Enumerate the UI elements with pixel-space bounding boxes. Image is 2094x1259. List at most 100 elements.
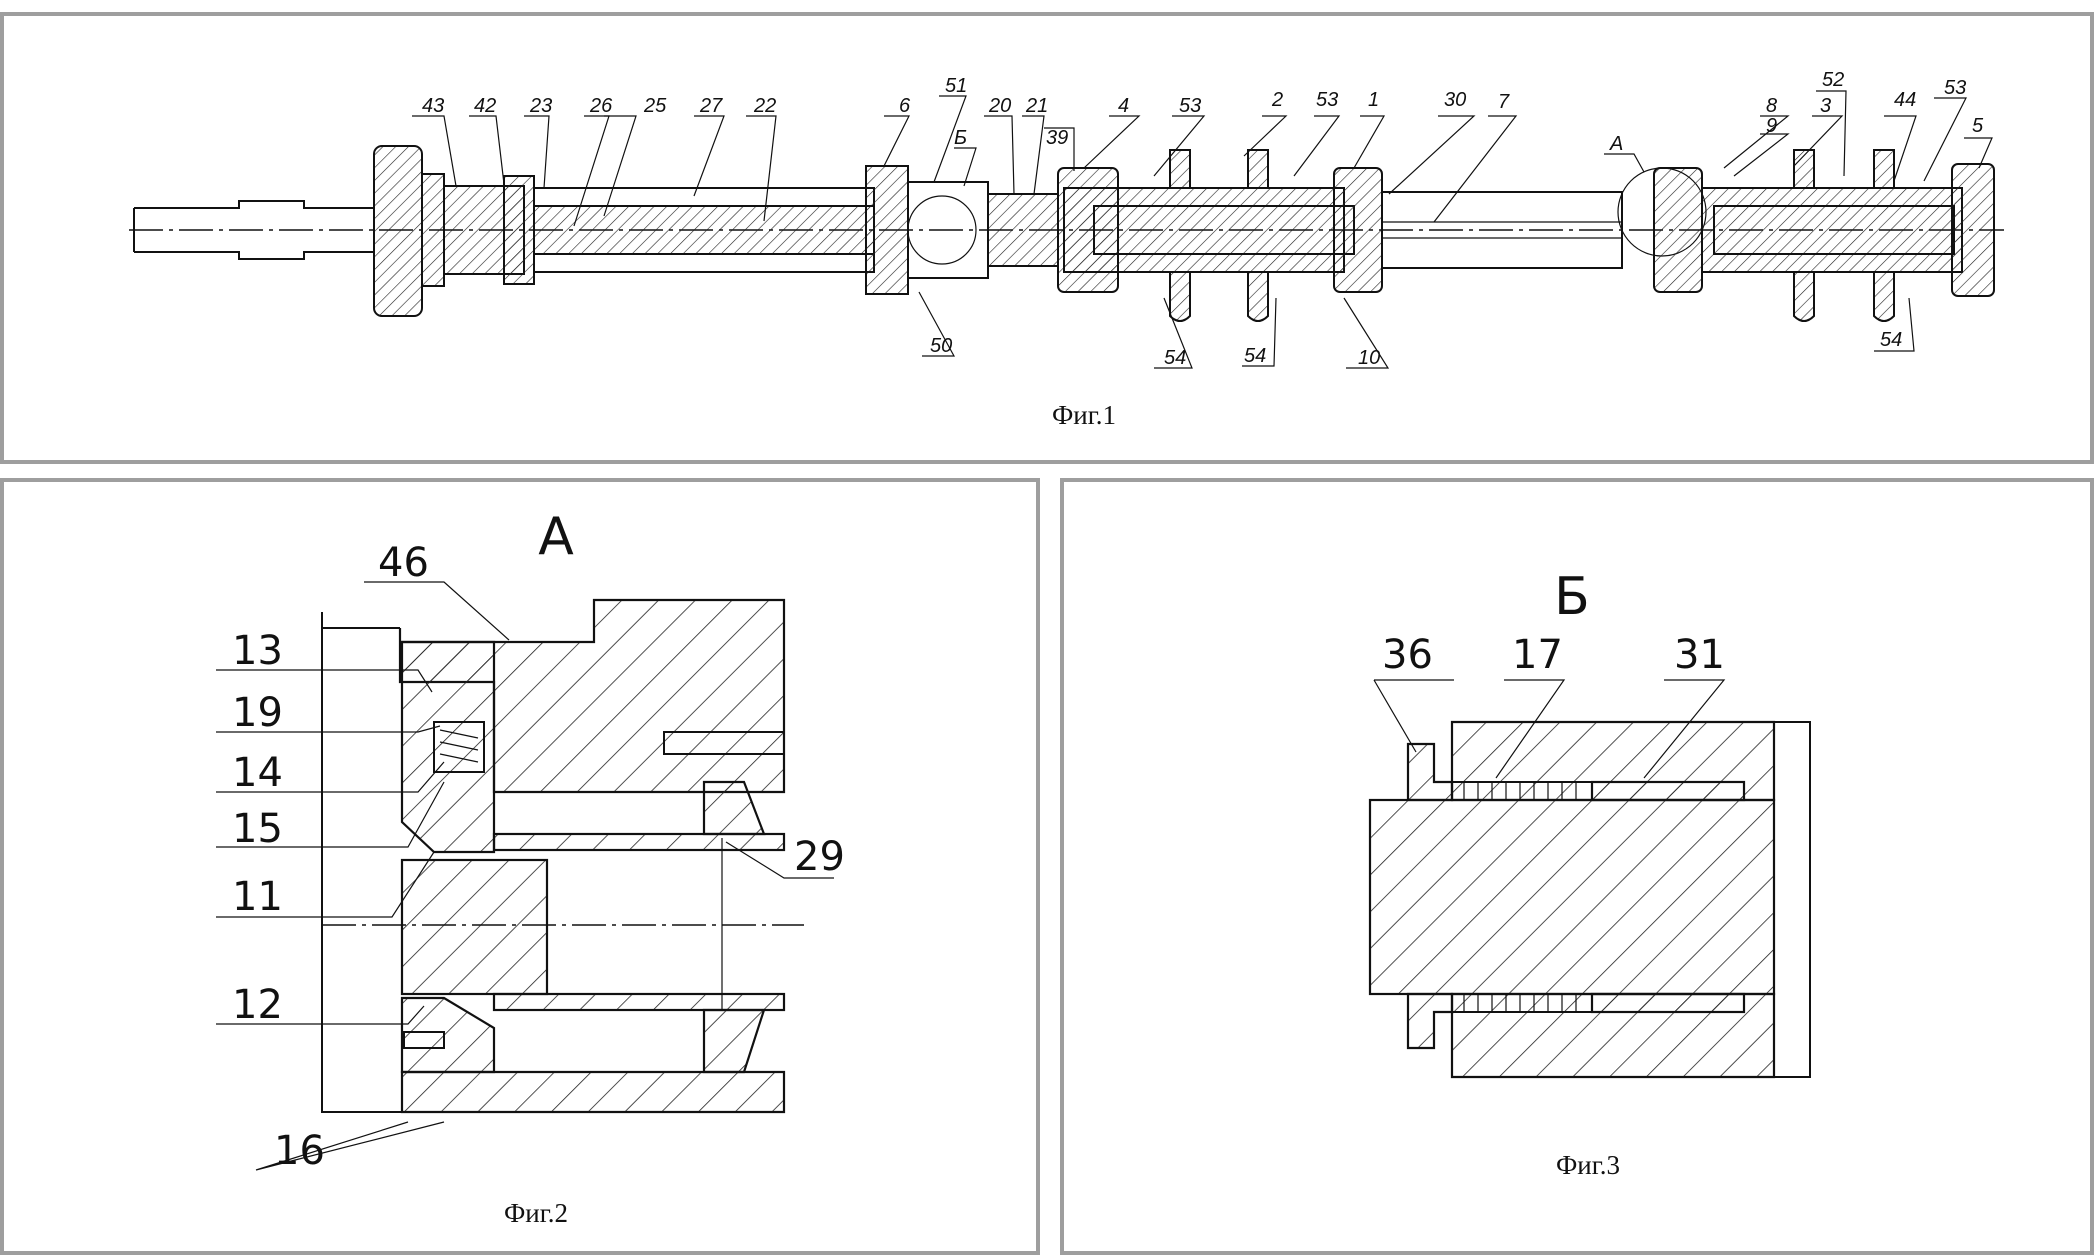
label-7: 7 (1498, 91, 1510, 113)
label-1: 1 (1368, 89, 1379, 111)
figure-3-caption: Фиг.3 (1556, 1150, 1620, 1180)
fin-bottom-1 (1169, 271, 1191, 322)
coupling-20 (987, 193, 1059, 267)
label-B: Б (954, 127, 967, 149)
label-12: 12 (232, 982, 283, 1028)
label-23: 23 (529, 95, 552, 117)
fin-bottom-4 (1873, 271, 1895, 322)
label-8: 8 (1766, 95, 1777, 117)
label-17: 17 (1512, 632, 1563, 678)
label-54-a: 54 (1164, 347, 1186, 369)
view-title-b: Б (1554, 567, 1590, 627)
fin-top-4 (1873, 149, 1895, 189)
bushing-31-top (1590, 780, 1746, 802)
label-21: 21 (1025, 95, 1048, 117)
label-46: 46 (378, 540, 429, 586)
gland-36-bottom (1406, 992, 1454, 1050)
figure-3-labels: 36 17 31 (1382, 632, 1725, 678)
gland-36-top (1406, 742, 1454, 802)
fin-top-1 (1169, 149, 1191, 189)
label-29: 29 (794, 834, 845, 880)
label-27: 27 (699, 95, 723, 117)
figure-1-drawing: 43 42 23 26 25 27 22 6 51 Б 20 21 39 4 5… (129, 69, 2004, 430)
detail-b-circle (907, 195, 977, 265)
figure-3-leaders (1373, 679, 1726, 779)
housing-body-left (1063, 187, 1345, 273)
label-16: 16 (274, 1128, 325, 1174)
label-4: 4 (1118, 95, 1129, 117)
figure-1-caption: Фиг.1 (1052, 400, 1116, 430)
coupling-flange (503, 175, 535, 285)
label-30: 30 (1444, 89, 1466, 111)
label-39: 39 (1046, 127, 1068, 149)
fin-top-2 (1247, 149, 1269, 189)
label-5: 5 (1972, 115, 1984, 137)
tube-wall-lower (492, 992, 786, 1012)
figure-2-panel: А 46 13 19 14 15 11 12 (0, 478, 1040, 1255)
figure-2-labels: 46 13 19 14 15 11 12 16 29 (232, 540, 845, 1174)
flange-8 (1653, 167, 1703, 293)
label-53-c: 53 (1944, 77, 1966, 99)
end-cap-5 (1951, 163, 1995, 297)
label-36: 36 (1382, 632, 1433, 678)
bushing-31-bottom (1590, 992, 1746, 1014)
label-11: 11 (232, 874, 283, 920)
label-54-b: 54 (1244, 345, 1266, 367)
tube-wall-upper (492, 832, 786, 852)
label-19: 19 (232, 690, 283, 736)
bolt-29 (663, 731, 785, 755)
flange-6 (865, 165, 909, 295)
fin-bottom-2 (1247, 271, 1269, 322)
fin-bottom-3 (1793, 271, 1815, 322)
label-26: 26 (589, 95, 613, 117)
part-12 (400, 996, 496, 1074)
label-14: 14 (232, 750, 283, 796)
label-20: 20 (988, 95, 1011, 117)
label-22: 22 (753, 95, 776, 117)
label-31: 31 (1674, 632, 1725, 678)
label-50: 50 (930, 335, 952, 357)
central-shaft (400, 858, 549, 996)
label-25: 25 (643, 95, 667, 117)
shaft-fig3 (1368, 798, 1776, 996)
pin-16 (403, 1031, 445, 1049)
label-44: 44 (1894, 89, 1916, 111)
figure-3-panel: Б 36 17 31 Фиг.3 (1060, 478, 2094, 1255)
label-6: 6 (899, 95, 911, 117)
housing-body-right (1701, 187, 1963, 273)
label-15: 15 (232, 806, 283, 852)
label-53-a: 53 (1179, 95, 1201, 117)
lower-housing (400, 1070, 786, 1114)
label-13: 13 (232, 628, 283, 674)
right-plate (1773, 721, 1811, 1078)
flange-1 (1333, 167, 1383, 293)
flange-hub (421, 173, 445, 287)
label-54-c: 54 (1880, 329, 1902, 351)
label-42: 42 (474, 95, 496, 117)
figure-1-labels: 43 42 23 26 25 27 22 6 51 Б 20 21 39 4 5… (422, 69, 1984, 369)
view-title-a: А (538, 507, 574, 567)
leader-lines (412, 90, 1993, 369)
label-3: 3 (1820, 95, 1831, 117)
label-53-b: 53 (1316, 89, 1338, 111)
label-A: А (1609, 133, 1623, 155)
label-52: 52 (1822, 69, 1844, 91)
wedge-29-bottom (702, 1008, 766, 1074)
label-51: 51 (945, 75, 967, 97)
figure-1-panel: 43 42 23 26 25 27 22 6 51 Б 20 21 39 4 5… (0, 12, 2094, 464)
input-shaft (134, 200, 374, 260)
figure-2-drawing: А 46 13 19 14 15 11 12 (216, 507, 845, 1228)
wedge-29-top (702, 780, 766, 836)
fin-top-3 (1793, 149, 1815, 189)
label-43: 43 (422, 95, 444, 117)
label-9: 9 (1766, 115, 1777, 137)
figure-3-drawing: Б 36 17 31 Фиг.3 (1368, 567, 1811, 1180)
flange-43 (373, 145, 423, 317)
spring-19 (433, 721, 485, 773)
piston-11 (400, 640, 496, 854)
label-2: 2 (1271, 89, 1283, 111)
figure-2-caption: Фиг.2 (504, 1198, 568, 1228)
figure-2-leaders (216, 581, 834, 1171)
shaft-22 (533, 205, 875, 255)
label-10: 10 (1358, 347, 1380, 369)
